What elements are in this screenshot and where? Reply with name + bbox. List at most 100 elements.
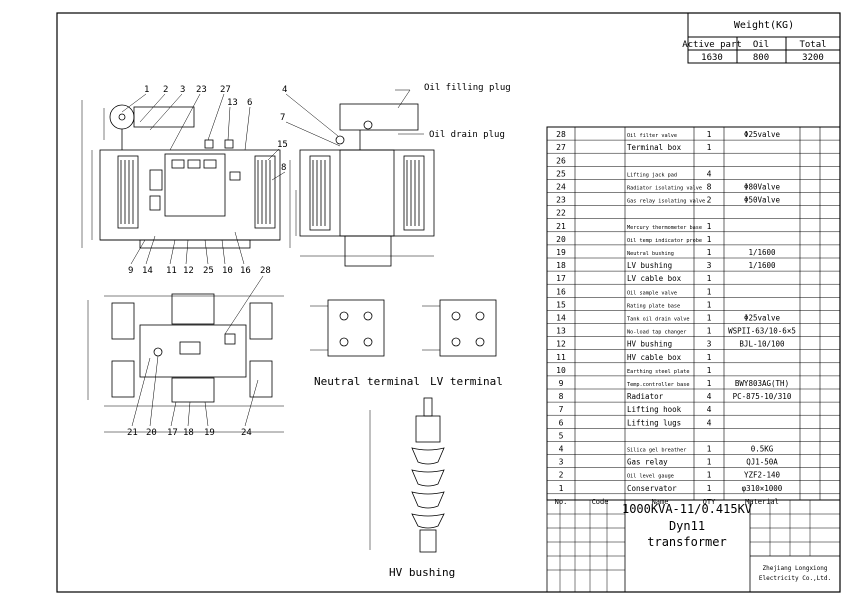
- weight-value-oil: 800: [753, 53, 769, 63]
- part-no: 10: [556, 366, 566, 375]
- part-name: Radiator isolating valve: [627, 186, 702, 192]
- part-qty: 1: [707, 248, 712, 257]
- part-no: 19: [556, 248, 566, 257]
- part-no: 13: [556, 327, 566, 336]
- part-no: 28: [556, 130, 566, 139]
- front-view: [81, 100, 291, 249]
- part-name: HV cable box: [627, 353, 682, 362]
- part-no: 3: [559, 458, 564, 467]
- part-material: PC-875-10/310: [733, 392, 792, 401]
- callout-24: 24: [241, 428, 252, 438]
- side-view: [295, 103, 435, 267]
- part-no: 7: [559, 405, 564, 414]
- callout-10: 10: [222, 266, 233, 276]
- part-qty: 1: [707, 235, 712, 244]
- part-qty: 3: [707, 261, 712, 270]
- part-qty: 4: [707, 169, 712, 178]
- part-name: Lifting jack pad: [627, 172, 677, 178]
- callout-23: 23: [196, 85, 207, 95]
- weight-header-oil: Oil: [753, 40, 769, 50]
- part-name: Lifting hook: [627, 405, 682, 414]
- part-qty: 1: [707, 314, 712, 323]
- part-material: Φ50Valve: [744, 196, 781, 205]
- hv-bushing-label: HV bushing: [389, 566, 455, 579]
- part-name: LV cable box: [627, 274, 682, 283]
- callout-2: 2: [163, 85, 168, 95]
- part-qty: 1: [707, 484, 712, 493]
- part-no: 21: [556, 222, 566, 231]
- title-vector-group: Dyn11: [669, 519, 705, 533]
- part-name: Mercury thermometer base: [627, 225, 702, 231]
- part-material: φ310×1000: [742, 484, 783, 493]
- header-no: No.: [555, 498, 568, 506]
- part-no: 23: [556, 196, 566, 205]
- callout-14: 14: [142, 266, 153, 276]
- part-name: Tank oil drain valve: [627, 317, 689, 323]
- part-material: WSPII-63/10-6×5: [728, 327, 796, 336]
- part-qty: 1: [707, 471, 712, 480]
- neutral-terminal-label: Neutral terminal: [314, 375, 420, 388]
- part-name: Gas relay: [627, 458, 668, 467]
- title-block: [546, 499, 841, 593]
- top-leader-lines: [131, 275, 264, 427]
- part-name: LV bushing: [627, 261, 672, 270]
- oil-drain-plug-label: Oil drain plug: [429, 130, 505, 140]
- part-no: 16: [556, 287, 566, 296]
- callout-28: 28: [260, 266, 271, 276]
- neutral-terminal-detail: [310, 299, 385, 357]
- callout-19: 19: [204, 428, 215, 438]
- part-no: 25: [556, 169, 566, 178]
- part-no: 27: [556, 143, 566, 152]
- weight-table: Weight(KG) Active part Oil Total 1630 80…: [682, 12, 841, 64]
- company-line-2: Electricity Co.,Ltd.: [759, 575, 831, 582]
- part-name: Rating plate base: [627, 303, 680, 309]
- part-qty: 1: [707, 274, 712, 283]
- part-no: 20: [556, 235, 566, 244]
- callout-9: 9: [128, 266, 133, 276]
- part-no: 14: [556, 314, 566, 323]
- callout-8: 8: [281, 163, 286, 173]
- header-material: Material: [745, 498, 779, 506]
- weight-header-total: Total: [799, 40, 826, 50]
- part-name: Oil filter valve: [627, 133, 677, 139]
- weight-header-active: Active part: [682, 40, 742, 50]
- part-no: 4: [559, 445, 564, 454]
- part-qty: 8: [707, 183, 712, 192]
- callout-17: 17: [167, 428, 178, 438]
- part-name: Neutral bushing: [627, 251, 674, 257]
- front-leader-lines: [121, 93, 280, 265]
- callout-20: 20: [146, 428, 157, 438]
- front-callouts: 1 2 3 23 27 13 6 15 9 14 11 12 25 10 16: [128, 85, 288, 276]
- callout-15: 15: [277, 140, 288, 150]
- part-name: Oil sample valve: [627, 290, 677, 296]
- side-leader-lines: [271, 89, 424, 181]
- weight-value-active: 1630: [701, 53, 723, 63]
- callout-11: 11: [166, 266, 177, 276]
- callout-21: 21: [127, 428, 138, 438]
- header-code: Code: [592, 498, 609, 506]
- part-no: 11: [556, 353, 566, 362]
- part-qty: 1: [707, 366, 712, 375]
- part-name: Oil level gauge: [627, 474, 674, 480]
- company-line-1: Zhejiang Longxiong: [762, 565, 827, 572]
- part-name: Earthing steel plate: [627, 369, 689, 375]
- part-material: Φ80Valve: [744, 183, 781, 192]
- part-no: 26: [556, 156, 566, 165]
- callout-27: 27: [220, 85, 231, 95]
- part-qty: 1: [707, 353, 712, 362]
- part-name: Radiator: [627, 392, 664, 401]
- part-qty: 1: [707, 130, 712, 139]
- part-qty: 1: [707, 445, 712, 454]
- part-no: 17: [556, 274, 566, 283]
- callout-25: 25: [203, 266, 214, 276]
- callout-12: 12: [183, 266, 194, 276]
- part-material: 0.5KG: [751, 445, 774, 454]
- part-no: 22: [556, 209, 566, 218]
- part-qty: 1: [707, 143, 712, 152]
- header-qty: QTY: [703, 498, 716, 506]
- callout-6: 6: [247, 98, 252, 108]
- part-name: Oil temp indicator probe: [627, 238, 702, 244]
- part-qty: 1: [707, 327, 712, 336]
- part-qty: 4: [707, 405, 712, 414]
- part-name: Lifting lugs: [627, 418, 681, 427]
